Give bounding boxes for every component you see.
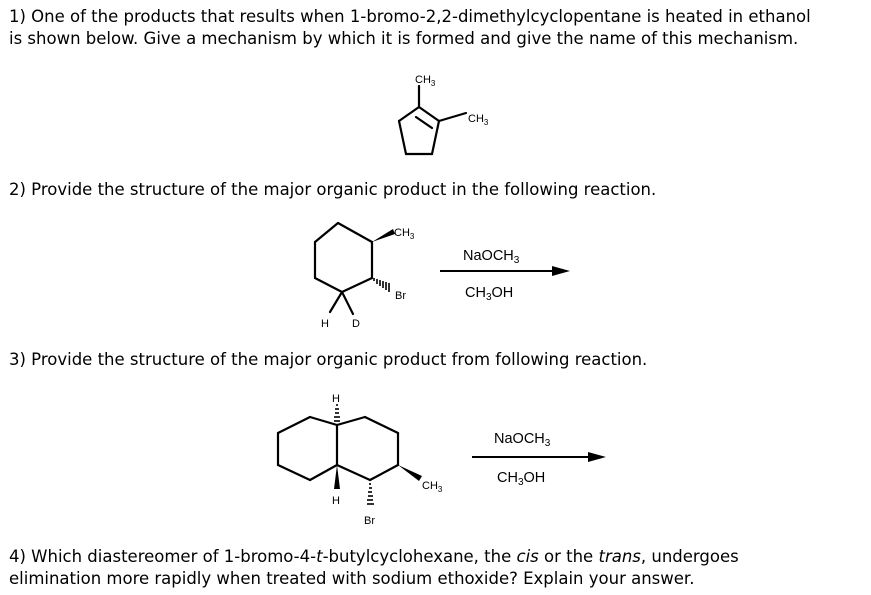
reaction-3-scheme: H H Br CH3 NaOCH3 CH3OH — [276, 393, 606, 527]
reaction-2-bromo-label: Br — [395, 290, 406, 302]
bromo-hashed-bond — [367, 483, 374, 505]
question-4-mid-1: -butylcyclohexane, the — [322, 547, 517, 566]
reaction-2-arrowhead — [552, 266, 570, 276]
question-1-line-2: is shown below. Give a mechanism by whic… — [9, 29, 799, 48]
question-1: 1) One of the products that results when… — [9, 6, 869, 50]
reaction-2-h-label: H — [321, 318, 329, 330]
methyl-wedge-bond — [372, 229, 395, 242]
reaction-2-scheme: CH3 Br H D NaOCH3 CH3OH — [313, 221, 570, 330]
structure-1-dimethylcyclopentene: CH3 CH3 — [397, 74, 489, 156]
reaction-2-d-label: D — [352, 318, 360, 330]
question-1-line-1: 1) One of the products that results when… — [9, 7, 811, 26]
h-bottom-wedge-bond — [334, 465, 340, 489]
question-3: 3) Provide the structure of the major or… — [9, 349, 647, 371]
question-2: 2) Provide the structure of the major or… — [9, 179, 656, 201]
methyl-right-label: CH3 — [468, 113, 489, 127]
methyl-wedge-bond — [398, 465, 422, 481]
reaction-3-arrowhead — [588, 452, 606, 462]
question-4: 4) Which diastereomer of 1-bromo-4-t-but… — [9, 546, 869, 590]
reaction-2-methyl-label: CH3 — [394, 227, 415, 241]
question-4-line-1-end: , undergoes — [640, 547, 739, 566]
question-4-t-italic: t — [316, 547, 323, 566]
reaction-3-h-top-label: H — [332, 393, 340, 405]
reaction-2-solvent: CH3OH — [465, 285, 513, 303]
question-4-trans-italic: trans — [598, 547, 641, 566]
question-2-text: 2) Provide the structure of the major or… — [9, 180, 657, 199]
reaction-3-methyl-label: CH3 — [422, 480, 443, 494]
question-4-cis-italic: cis — [516, 547, 539, 566]
methyl-top-label: CH3 — [415, 74, 436, 88]
reaction-3-reagent: NaOCH3 — [494, 431, 551, 449]
question-4-prefix: 4) Which diastereomer of 1-bromo-4- — [9, 547, 317, 566]
question-4-line-2: elimination more rapidly when treated wi… — [9, 569, 695, 588]
reaction-3-h-bottom-label: H — [332, 495, 340, 507]
reaction-3-bromo-label: Br — [364, 515, 375, 527]
reaction-3-solvent: CH3OH — [497, 470, 545, 488]
question-4-mid-2: or the — [538, 547, 599, 566]
reaction-2-reagent: NaOCH3 — [463, 248, 520, 266]
bromo-hashed-bond — [373, 278, 390, 292]
h-top-hashed-bond — [334, 404, 340, 422]
question-3-text: 3) Provide the structure of the major or… — [9, 350, 648, 369]
